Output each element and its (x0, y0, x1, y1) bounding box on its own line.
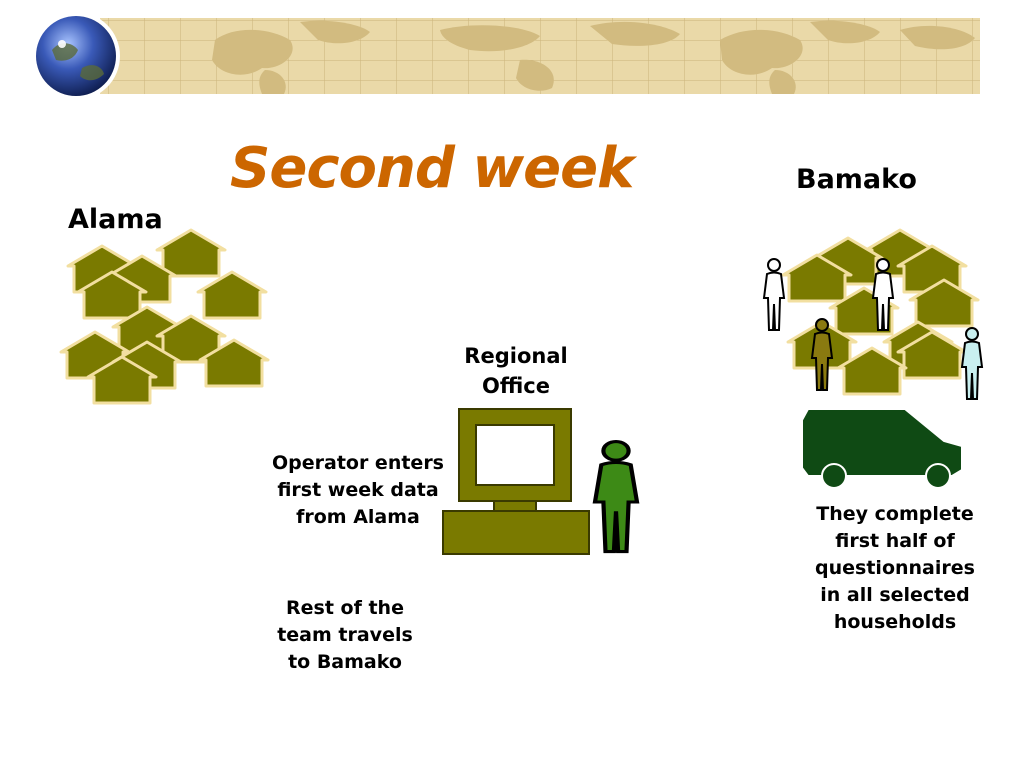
caption-line: households (833, 611, 957, 633)
house-icon (198, 338, 270, 388)
house-icon (59, 330, 131, 380)
operator-caption: Operator enters first week data from Ala… (262, 450, 454, 531)
travel-caption: Rest of the team travels to Bamako (260, 595, 430, 676)
house-icon (896, 244, 968, 294)
person-icon (961, 327, 983, 400)
house-icon (882, 320, 954, 370)
house-icon (66, 244, 138, 294)
slide-title: Second week (230, 136, 634, 201)
caption-line: questionnaires (815, 557, 975, 579)
house-icon (828, 286, 900, 336)
house-icon (812, 236, 884, 286)
house-icon (111, 305, 183, 355)
house-icon (155, 314, 227, 364)
house-icon (196, 270, 268, 320)
caption-line: team travels (277, 624, 413, 646)
house-icon (155, 228, 227, 278)
alama-house-cluster (59, 228, 270, 405)
caption-line: They complete (816, 503, 974, 525)
house-icon (86, 355, 158, 405)
households-caption: They complete first half of questionnair… (800, 501, 990, 636)
computer-icon (442, 408, 590, 555)
regional-office-line: Regional (464, 344, 568, 368)
location-label-alama: Alama (68, 204, 163, 235)
caption-line: in all selected (820, 584, 970, 606)
house-icon (864, 228, 936, 278)
caption-line: from Alama (296, 506, 420, 528)
globe-icon (32, 12, 120, 100)
person-icon (811, 318, 833, 391)
regional-office-label: Regional Office (446, 341, 586, 401)
caption-line: Operator enters (271, 452, 444, 474)
house-icon (836, 346, 908, 396)
house-icon (781, 253, 853, 303)
van-icon (801, 408, 963, 489)
house-icon (786, 320, 858, 370)
house-icon (111, 340, 183, 390)
house-icon (106, 254, 178, 304)
person-icon (872, 258, 894, 331)
person-icon (595, 442, 637, 552)
location-label-bamako: Bamako (796, 164, 917, 195)
house-icon (908, 278, 980, 328)
house-icon (896, 330, 968, 380)
regional-office-line: Office (482, 374, 550, 398)
house-icon (76, 270, 148, 320)
person-icon (763, 258, 785, 331)
caption-line: to Bamako (288, 651, 402, 673)
world-map-banner-icon (32, 12, 980, 100)
caption-line: first week data (277, 479, 439, 501)
caption-line: Rest of the (286, 597, 404, 619)
caption-line: first half of (835, 530, 955, 552)
bamako-house-cluster (781, 228, 980, 396)
